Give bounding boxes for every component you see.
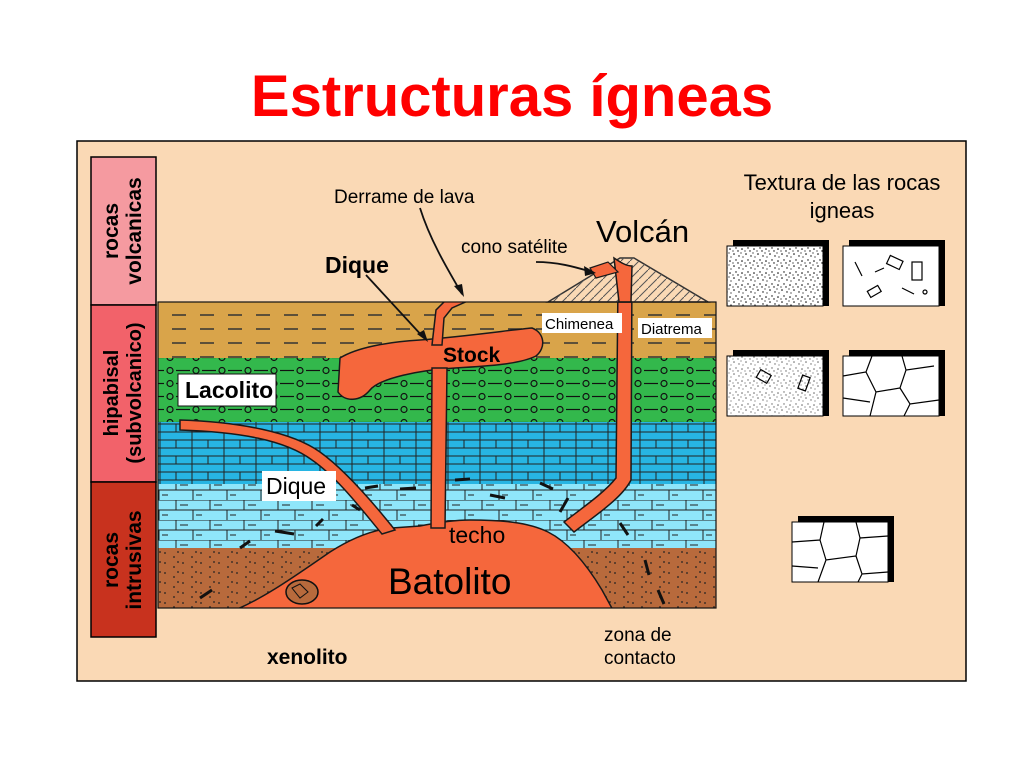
classification-column: rocas volcanicas hipabisal (subvolcanico… <box>90 156 157 638</box>
hypabyssal-band <box>90 304 157 483</box>
contact-zone-marks <box>199 477 666 605</box>
laccolith-label-box <box>177 373 277 407</box>
contact-zone-label-line2: contacto <box>604 648 676 669</box>
xenolith <box>285 579 319 605</box>
chimney-label: Chimenea <box>545 316 614 333</box>
volcanic-band <box>90 156 157 306</box>
roof-label: techo <box>449 522 505 548</box>
batholith <box>237 519 613 608</box>
lava-flow-label: Derrame de lava <box>334 187 475 208</box>
dike-lower <box>179 419 397 535</box>
intrusive-label-line2: intrusivas <box>123 510 146 609</box>
volcanic-label-line2: volcanicas <box>123 177 146 284</box>
satellite-cone <box>589 261 620 279</box>
laccolith-label: Lacolito <box>185 377 273 403</box>
intrusive-label-line1: rocas <box>100 532 123 588</box>
texture-aphanitic <box>726 240 829 307</box>
diatreme-label: Diatrema <box>641 321 703 338</box>
dike-lower-label: Dique <box>266 473 326 499</box>
lava-flow-dike <box>431 302 468 346</box>
hypabyssal-label-line2: (subvolcanico) <box>124 322 146 463</box>
xenolith-label: xenolito <box>267 646 348 669</box>
contact-zone-label-line1: zona de <box>604 625 672 646</box>
texture-porphyritic-fine <box>726 350 829 417</box>
volcano-label: Volcán <box>596 214 689 249</box>
volcanic-label-line1: rocas <box>100 203 123 259</box>
dike-upper-label: Dique <box>325 252 389 278</box>
dike-lower-label-box <box>262 471 336 501</box>
hypabyssal-label-line1: hipabisal <box>101 350 123 437</box>
texture-phaneritic <box>842 350 945 417</box>
intrusive-band <box>90 481 157 638</box>
diatreme-label-box <box>638 318 712 338</box>
magma-bodies <box>179 302 633 608</box>
textures-title-line2: igneas <box>810 198 875 223</box>
rock-strata <box>158 302 716 608</box>
satellite-cone-label: cono satélite <box>461 237 568 258</box>
texture-porphyritic <box>842 240 945 307</box>
chimney-conduit <box>562 302 633 533</box>
stock <box>337 327 544 400</box>
texture-coarse-phaneritic <box>791 516 894 583</box>
feeder-conduit <box>430 367 448 529</box>
slide-title: Estructuras ígneas <box>250 64 774 129</box>
batholith-label: Batolito <box>388 561 511 602</box>
textures-title-line1: Textura de las rocas <box>744 170 941 195</box>
chimney-label-box <box>542 313 622 333</box>
stock-label: Stock <box>443 344 501 367</box>
